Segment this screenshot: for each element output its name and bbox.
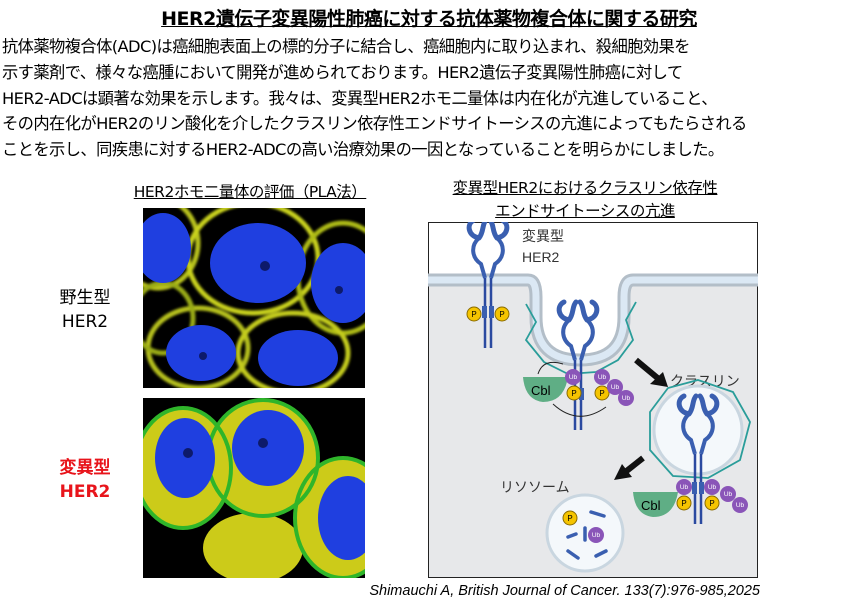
paragraph-line: その内在化がHER2のリン酸化を介したクラスリン依存性エンドサイトーシスの亢進に…: [2, 114, 747, 134]
ub-label: Ub: [611, 384, 620, 391]
svg-text:Ub: Ub: [592, 532, 601, 539]
phospho-icon: P: [704, 495, 720, 511]
ub-label: Ub: [708, 484, 717, 491]
right-panel-heading-line1: 変異型HER2におけるクラスリン依存性: [452, 179, 718, 197]
svg-text:P: P: [471, 310, 476, 319]
citation: Shimauchi A, British Journal of Cancer. …: [369, 583, 760, 599]
mutant-label: 変異型 HER2: [50, 456, 120, 504]
ub-label: Ub: [569, 374, 578, 381]
label-line: 野生型: [59, 288, 111, 308]
clathrin-label: クラスリン: [670, 373, 740, 389]
phospho-icon: P: [466, 306, 482, 322]
lysosome-label: リソソーム: [500, 479, 570, 495]
cbl-protein: [523, 377, 568, 402]
phospho-icon: P: [562, 510, 578, 526]
paragraph-line: 抗体薬物複合体(ADC)は癌細胞表面上の標的分子に結合し、癌細胞内に取り込まれ、…: [2, 37, 690, 56]
cbl-label: Cbl: [531, 383, 551, 398]
microscopy-image-wildtype: [115, 195, 391, 396]
svg-text:P: P: [567, 514, 572, 523]
ub-label: Ub: [736, 502, 745, 509]
ub-label: Ub: [724, 491, 733, 498]
clathrin-coat-vesicle: [649, 379, 751, 479]
right-panel-heading-line2: エンドサイトーシスの亢進: [495, 202, 675, 220]
arrow-icon: [622, 455, 645, 476]
wildtype-label: 野生型 HER2: [50, 286, 120, 334]
ub-label: Ub: [598, 374, 607, 381]
phospho-icon: P: [594, 385, 610, 401]
curved-arrow: [537, 361, 564, 375]
receptor-fragments: [566, 510, 608, 560]
cbl-protein: [633, 492, 678, 517]
vesicle: [652, 384, 744, 476]
svg-text:P: P: [571, 389, 576, 398]
svg-text:P: P: [599, 389, 604, 398]
svg-text:P: P: [499, 310, 504, 319]
label-line: HER2: [59, 482, 111, 502]
curved-arrow: [552, 403, 607, 417]
ubiquitin-icon: [565, 369, 634, 406]
ub-label: Ub: [680, 484, 689, 491]
ubiquitin-icon: Ub: [588, 527, 604, 543]
ubiquitin-icon: [676, 479, 748, 513]
cbl-label: Cbl: [641, 498, 661, 513]
phospho-icon: P: [494, 306, 510, 322]
label-line: HER2: [61, 312, 109, 332]
paragraph-line: HER2-ADCは顕著な効果を示します。我々は、変異型HER2ホモ二量体は内在化…: [2, 88, 717, 108]
svg-text:P: P: [681, 499, 686, 508]
paragraph-line: 示す薬剤で、様々な癌腫において開発が進められております。HER2遺伝子変異陽性肺…: [2, 62, 683, 82]
microscopy-image-mutant: [133, 398, 393, 583]
left-panel-heading: HER2ホモ二量体の評価（PLA法）: [133, 183, 367, 201]
receptor-label-line1: 変異型: [522, 228, 564, 244]
ub-label: Ub: [622, 395, 631, 402]
arrow-icon: [634, 357, 662, 383]
phospho-icon: P: [676, 495, 692, 511]
page-title: HER2遺伝子変異陽性肺癌に対する抗体薬物複合体に関する研究: [161, 8, 697, 30]
svg-text:P: P: [709, 499, 714, 508]
description-paragraph: 抗体薬物複合体(ADC)は癌細胞表面上の標的分子に結合し、癌細胞内に取り込まれ、…: [2, 34, 858, 163]
phospho-icon: P: [566, 385, 582, 401]
paragraph-line: ことを示し、同疾患に対するHER2-ADCの高い治療効果の一因となっていることを…: [2, 140, 724, 160]
endocytosis-diagram: 変異型 HER2 P P Cbl P P Ub Ub Ub Ub クラスリン C…: [428, 222, 758, 578]
receptor-label-line2: HER2: [522, 249, 560, 265]
label-line: 変異型: [59, 458, 111, 478]
